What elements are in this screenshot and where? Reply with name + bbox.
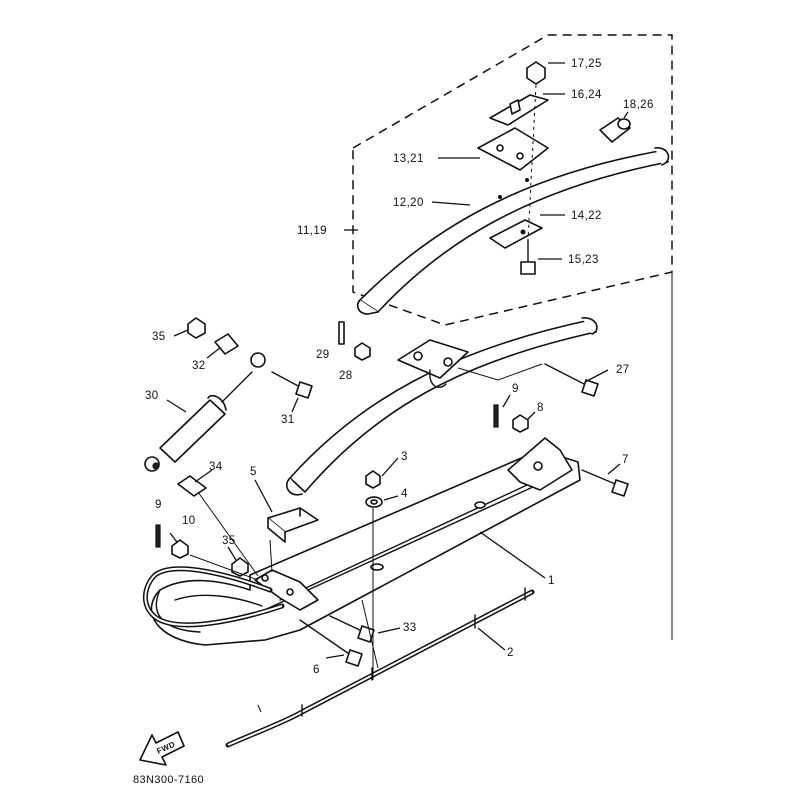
lower-clamp-plate [489, 219, 543, 249]
nut-10 [171, 539, 189, 559]
bolt-6 [299, 619, 363, 667]
callout-15-23: 15,23 [568, 254, 599, 266]
callout-33: 33 [403, 622, 417, 634]
spring-saddle-bracket [397, 339, 469, 388]
callout-30: 30 [145, 390, 159, 402]
callout-4: 4 [401, 488, 408, 500]
pin-29 [338, 321, 345, 345]
nut-8 [512, 414, 529, 433]
callout-1: 1 [548, 575, 555, 587]
bolt-33 [329, 615, 375, 643]
upper-leaf-spring [356, 147, 670, 315]
fwd-arrow-icon: FWD [139, 731, 185, 766]
callout-17-25: 17,25 [571, 58, 602, 70]
spring-clamp-plate [477, 127, 549, 171]
pin-9-lower [155, 524, 161, 548]
callout-9-lower: 9 [155, 499, 162, 511]
nut-35-upper [187, 317, 206, 339]
bolt-27 [544, 363, 599, 397]
callout-34: 34 [209, 461, 223, 473]
callout-9-upper: 9 [512, 383, 519, 395]
nut-28 [354, 342, 371, 361]
leader-lines [166, 62, 629, 659]
callout-11-19: 11,19 [297, 225, 327, 237]
ski-handle-loop [142, 566, 285, 628]
callout-5: 5 [250, 466, 257, 478]
callout-29: 29 [316, 349, 330, 361]
callout-12-20: 12,20 [393, 197, 424, 209]
diagram-code: 83N300-7160 [133, 774, 204, 786]
callout-14-22: 14,22 [571, 210, 602, 222]
callout-16-24: 16,24 [571, 89, 602, 101]
callout-28: 28 [339, 370, 353, 382]
callout-13-21: 13,21 [393, 153, 424, 165]
callout-18-26: 18,26 [623, 99, 654, 111]
callout-35-upper: 35 [152, 331, 166, 343]
nut-3 [365, 470, 381, 489]
callout-labels: 17,25 16,24 18,26 13,21 12,20 11,19 14,2… [145, 58, 654, 676]
spring-kit-dashed-boundary [352, 34, 673, 640]
callout-27: 27 [616, 364, 630, 376]
callout-31: 31 [281, 414, 295, 426]
callout-6: 6 [313, 664, 320, 676]
spring-bracket [489, 94, 549, 126]
spring-collar [599, 117, 631, 143]
callout-7: 7 [622, 454, 629, 466]
ski-rear-bracket [507, 437, 573, 491]
callout-32: 32 [192, 360, 206, 372]
assembly-lines [189, 491, 379, 713]
ski-body [150, 449, 581, 646]
shock-absorber [144, 352, 266, 472]
callout-3: 3 [401, 451, 408, 463]
main-leaf-spring [286, 317, 598, 496]
wear-bar [225, 587, 535, 748]
clamp-bolt [520, 239, 536, 275]
pin-9-upper [493, 404, 499, 428]
callout-35-lower: 35 [222, 535, 236, 547]
collar-32 [214, 333, 239, 355]
callout-10: 10 [182, 515, 196, 527]
spring-seat [267, 507, 319, 543]
callout-2: 2 [507, 647, 514, 659]
washer-4 [365, 496, 383, 508]
bolt-31 [271, 371, 313, 399]
bolt-7 [581, 469, 629, 497]
callout-8: 8 [537, 402, 544, 414]
collar-34 [177, 475, 207, 497]
top-nut [526, 61, 546, 85]
